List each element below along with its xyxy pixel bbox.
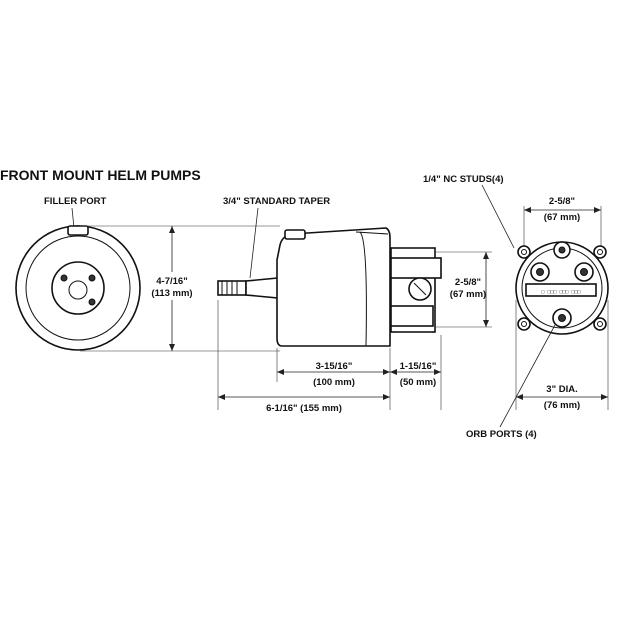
stud-4 bbox=[593, 317, 607, 331]
hub-screw-3 bbox=[88, 298, 96, 306]
height-in: 4-7/16" bbox=[156, 276, 187, 287]
side-view: 3/4" STANDARD TAPER bbox=[217, 196, 442, 347]
height-dimension: 4-7/16" (113 mm) bbox=[80, 225, 280, 352]
orb-ports-leader bbox=[499, 324, 556, 428]
overall-len: 6-1/16" (155 mm) bbox=[266, 403, 342, 414]
dia-mm: (76 mm) bbox=[544, 400, 580, 411]
filler-port-cap bbox=[67, 225, 89, 236]
hub-screw-2 bbox=[88, 274, 96, 282]
shaft-bore bbox=[68, 280, 88, 300]
rear-len-in: 1-15/16" bbox=[400, 361, 437, 372]
nameplate-text: □ □□□ □□□ □□□ bbox=[541, 289, 580, 295]
height-mm: (113 mm) bbox=[151, 288, 192, 299]
filler-port-leader bbox=[71, 207, 75, 229]
hub-screw-1 bbox=[60, 274, 68, 282]
port-gap-mm: (67 mm) bbox=[450, 289, 486, 300]
rear-len-mm: (50 mm) bbox=[400, 377, 436, 388]
dia-in: 3" DIA. bbox=[546, 384, 577, 395]
diagram-title: FRONT MOUNT HELM PUMPS bbox=[0, 167, 201, 183]
filler-port-label: FILLER PORT bbox=[44, 196, 106, 207]
studs-label: 1/4" NC STUDS(4) bbox=[423, 174, 504, 185]
valve-fitting-bottom bbox=[390, 305, 434, 327]
stud-3 bbox=[517, 317, 531, 331]
stud-gap-in: 2-5/8" bbox=[549, 196, 575, 207]
rear-view: 1/4" NC STUDS(4) 2-5/8" (67 mm) □ □□□ □□… bbox=[423, 174, 609, 440]
body-len-mm: (100 mm) bbox=[313, 377, 355, 388]
hub bbox=[51, 261, 105, 315]
front-view: FILLER PORT bbox=[15, 196, 141, 351]
side-filler-cap bbox=[284, 229, 306, 240]
orb-ports-label: ORB PORTS (4) bbox=[466, 429, 537, 440]
front-bezel-inner bbox=[25, 235, 131, 341]
taper-label: 3/4" STANDARD TAPER bbox=[223, 196, 330, 207]
port-gap-dimension: 2-5/8" (67 mm) bbox=[436, 251, 492, 328]
pump-body bbox=[276, 227, 391, 347]
port-gap-in: 2-5/8" bbox=[455, 277, 481, 288]
rear-nameplate bbox=[525, 283, 597, 297]
shaft-taper bbox=[245, 277, 279, 299]
length-dimensions: 3-15/16" (100 mm) 1-15/16" (50 mm) 6-1/1… bbox=[217, 300, 442, 414]
stud-1 bbox=[517, 245, 531, 259]
stud-gap-mm: (67 mm) bbox=[544, 212, 580, 223]
studs-leader bbox=[481, 184, 515, 249]
valve-fitting-top bbox=[390, 257, 442, 279]
body-len-in: 3-15/16" bbox=[316, 361, 353, 372]
taper-leader bbox=[249, 207, 259, 279]
stud-2 bbox=[593, 245, 607, 259]
